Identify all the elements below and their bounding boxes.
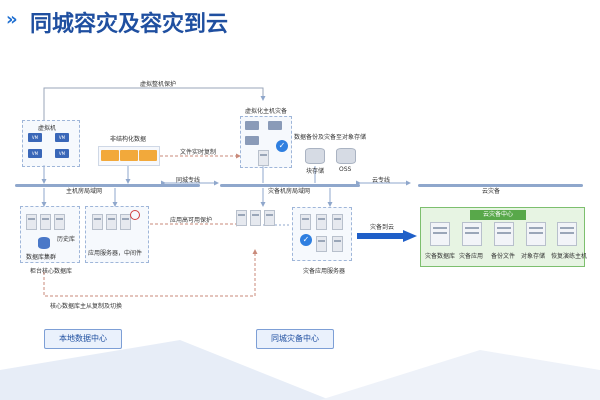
folder-icon xyxy=(120,150,138,161)
server-icon xyxy=(236,210,247,226)
check-icon: ✓ xyxy=(276,140,288,152)
server-icon xyxy=(26,214,37,230)
unstructured-label: 非结构化数据 xyxy=(110,136,147,143)
server-icon xyxy=(264,210,275,226)
cloud-link-label: 云专线 xyxy=(372,177,391,184)
city-link-label: 同城专线 xyxy=(176,177,201,184)
vm-protect-line xyxy=(43,87,266,120)
dr-to-cloud-arrow xyxy=(357,230,417,242)
block-label: 块存储 xyxy=(306,168,325,175)
server-icon xyxy=(250,210,261,226)
vm-icon xyxy=(245,121,259,130)
server-icon xyxy=(332,236,343,252)
cloud-lan-label: 云灾备 xyxy=(482,188,501,195)
vm-icon: VM xyxy=(55,133,69,142)
server-icon xyxy=(526,222,546,246)
app-ha-label: 应用高可用保护 xyxy=(170,217,213,224)
db-replication-line xyxy=(43,249,258,297)
server-icon xyxy=(106,214,117,230)
server-icon xyxy=(557,222,577,246)
database-icon xyxy=(38,237,50,249)
oss-icon xyxy=(336,148,356,164)
vm-icon: VM xyxy=(28,149,42,158)
oss-label: OSS xyxy=(339,166,352,173)
vm-icon: VM xyxy=(55,149,69,158)
local-vm-label: 虚拟机 xyxy=(38,125,57,132)
app-caption: 应用服务器，中间件 xyxy=(88,250,143,257)
server-icon xyxy=(258,150,269,166)
cloud-lan-bar xyxy=(418,184,583,187)
file-copy-label: 文件实时复制 xyxy=(180,149,217,156)
chevron-icon: » xyxy=(6,9,18,30)
server-icon xyxy=(430,222,450,246)
cloud-item-label: 对象存储 xyxy=(521,253,546,260)
server-icon xyxy=(332,214,343,230)
server-icon xyxy=(300,214,311,230)
server-icon xyxy=(462,222,482,246)
db-replication-label: 核心数据库主从复制及切换 xyxy=(50,303,123,310)
folder-icon xyxy=(101,150,119,161)
dr-lan-bar xyxy=(220,184,360,187)
local-dc-pill: 本地数据中心 xyxy=(44,329,122,349)
dr-server-caption: 灾备应用服务器 xyxy=(303,268,346,275)
page-title: 同城容灾及容灾到云 xyxy=(30,12,229,37)
server-icon xyxy=(54,214,65,230)
cloud-item-label: 灾备数据库 xyxy=(425,253,456,260)
virt-backup-label: 虚拟化主机灾备 xyxy=(245,108,288,115)
folder-icon xyxy=(139,150,157,161)
db-caption: 柜台核心数据库 xyxy=(30,268,73,275)
server-icon xyxy=(40,214,51,230)
history-label: 历史库 xyxy=(57,236,76,243)
server-icon xyxy=(316,236,327,252)
local-lan-label: 主机房局域网 xyxy=(66,188,103,195)
cloud-item-label: 恢复演练主机 xyxy=(551,253,588,260)
dr-lan-label: 灾备机房局域网 xyxy=(268,188,311,195)
vm-protect-label: 虚拟整机保护 xyxy=(140,81,177,88)
cloud-item-label: 灾备应用 xyxy=(459,253,484,260)
vm-icon: VM xyxy=(28,133,42,142)
db-cluster-label: 数据库集群 xyxy=(26,254,57,261)
signal-icon xyxy=(130,210,140,220)
local-lan-bar xyxy=(15,184,200,187)
server-icon xyxy=(316,214,327,230)
local-vm-box xyxy=(22,120,80,167)
vm-icon xyxy=(245,136,259,145)
backup-caption: 数据备份及灾备至对象存储 xyxy=(294,134,367,141)
vm-icon xyxy=(268,121,282,130)
check-icon: ✓ xyxy=(300,234,312,246)
server-icon xyxy=(92,214,103,230)
dr-to-cloud-label: 灾备到云 xyxy=(370,224,395,231)
server-icon xyxy=(494,222,514,246)
cloud-center-title: 云灾备中心 xyxy=(470,210,526,220)
dr-dc-pill: 同城灾备中心 xyxy=(256,329,334,349)
server-icon xyxy=(120,214,131,230)
footer-wave xyxy=(0,340,600,400)
cloud-item-label: 备份文件 xyxy=(491,253,516,260)
block-storage-icon xyxy=(305,148,325,164)
